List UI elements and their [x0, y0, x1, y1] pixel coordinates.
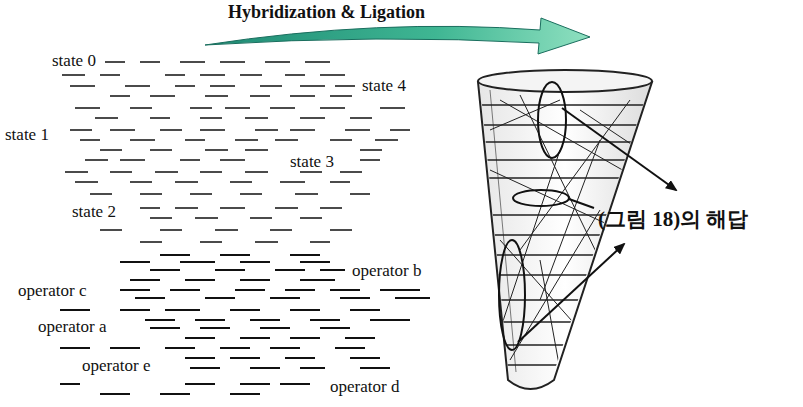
leader-arrow [518, 244, 624, 342]
solution-circle [513, 190, 569, 206]
solution-circle [538, 82, 566, 158]
operator-label: operator d [330, 378, 399, 397]
state-label: state 0 [52, 52, 96, 71]
state-label: state 1 [5, 126, 49, 145]
operator-label: operator a [38, 318, 106, 337]
state-label: state 4 [362, 77, 406, 96]
state-label: state 2 [72, 203, 116, 222]
diagram-title: Hybridization & Ligation [228, 3, 425, 23]
state-label: state 3 [290, 153, 334, 172]
operator-label: operator e [82, 357, 150, 376]
dna-strands [60, 255, 430, 394]
solution-circle [499, 240, 525, 350]
operator-label: operator c [18, 282, 86, 301]
process-arrow [205, 18, 590, 54]
leader-arrow [569, 199, 594, 208]
test-tube [490, 90, 516, 372]
leader-arrow [562, 108, 676, 190]
test-tube-rim [478, 70, 652, 92]
operator-label: operator b [352, 262, 421, 281]
dna-strands [62, 62, 410, 242]
answer-label: (그림 18)의 해답 [598, 208, 749, 231]
